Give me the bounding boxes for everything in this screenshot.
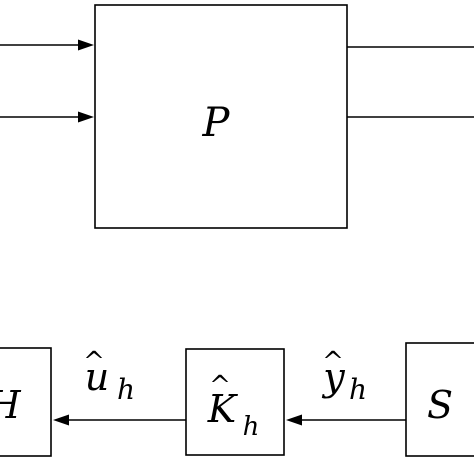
sensor-block: S — [405, 342, 474, 457]
u-hat-letter: u — [85, 355, 109, 399]
sensor-label: S — [427, 383, 453, 427]
y-hat-signal-label: ^ y h — [321, 347, 367, 406]
y-hat-letter: y — [321, 355, 345, 399]
u-hat-hat: ^ — [83, 347, 105, 377]
plant-label: P — [202, 100, 231, 146]
u-hat-signal-label: ^ u h — [83, 347, 135, 406]
y-hat-hat: ^ — [322, 347, 344, 377]
controller-hat: ^ — [209, 371, 231, 401]
controller-label: K — [207, 387, 239, 431]
controller-block: ^ K h — [185, 348, 285, 456]
u-hat-arrow — [53, 414, 186, 426]
plant-block: P — [94, 4, 348, 229]
plant-input-1-arrow — [0, 39, 94, 51]
left-block: H — [0, 347, 52, 457]
plant-input-2-arrow — [0, 111, 94, 123]
controller-subscript: h — [243, 412, 260, 442]
left-block-label: H — [0, 383, 21, 427]
u-hat-subscript: h — [117, 373, 135, 406]
y-hat-subscript: h — [349, 373, 367, 406]
y-hat-arrow — [286, 414, 406, 426]
